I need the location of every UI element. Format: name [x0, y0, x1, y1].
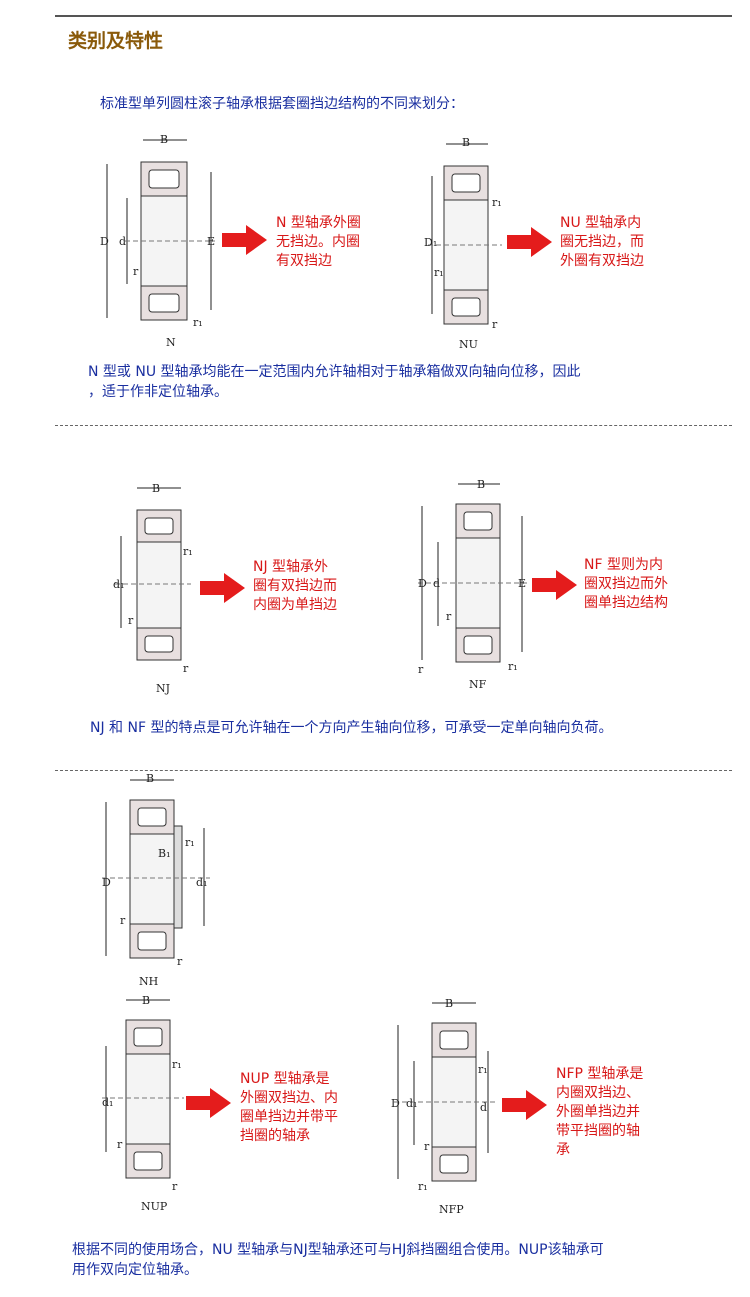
- arrow-icon: [507, 227, 552, 257]
- nfp-description: NFP 型轴承是内圈双挡边、外圈单挡边并带平挡圈的轴承: [556, 1066, 644, 1158]
- nfp-bearing-diagram: [394, 1002, 498, 1182]
- dim-r1: r₁: [492, 196, 502, 209]
- dim-b: B: [445, 997, 454, 1010]
- nup-label: NUP: [141, 1200, 168, 1213]
- section1-note: N 型或 NU 型轴承均能在一定范围内允许轴相对于轴承箱做双向轴向位移，因此，适…: [88, 364, 581, 400]
- dim-r: r: [117, 1138, 123, 1151]
- section2-note: NJ 和 NF 型的特点是可允许轴在一个方向产生轴向位移，可承受一定单向轴向负荷…: [90, 720, 613, 736]
- nu-label: NU: [459, 338, 478, 351]
- dim-b: B: [142, 994, 151, 1007]
- dim-b1: B₁: [158, 847, 171, 860]
- dim-d-outer: D: [100, 235, 109, 248]
- dim-r1: r₁: [434, 266, 444, 279]
- dim-r: r: [446, 610, 452, 623]
- nf-label: NF: [469, 678, 487, 691]
- dim-r1: r₁: [183, 545, 193, 558]
- dim-d-outer: D: [418, 577, 427, 590]
- arrow-icon: [532, 570, 577, 600]
- dim-e: E: [207, 235, 216, 248]
- dim-b: B: [160, 133, 169, 146]
- dim-d-inner: d: [119, 235, 127, 248]
- top-divider: [55, 15, 732, 17]
- dim-r1: r₁: [418, 1180, 428, 1193]
- dim-d1: d₁: [113, 578, 125, 591]
- nfp-label: NFP: [439, 1203, 464, 1216]
- n-description: N 型轴承外圈无挡边。内圈有双挡边: [276, 215, 361, 269]
- arrow-icon: [200, 573, 245, 603]
- arrow-icon: [186, 1088, 231, 1118]
- dim-r: r: [177, 955, 183, 968]
- section-divider: [55, 425, 732, 426]
- dim-b: B: [146, 772, 155, 785]
- section-divider: [55, 770, 732, 771]
- nup-description: NUP 型轴承是外圈双挡边、内圈单挡边并带平挡圈的轴承: [240, 1071, 338, 1144]
- dim-d-inner: d: [480, 1101, 488, 1114]
- dim-d-outer: D: [102, 876, 111, 889]
- section3-note: 根据不同的使用场合，NU 型轴承与NJ型轴承还可与HJ斜挡圈组合使用。NUP该轴…: [72, 1242, 604, 1278]
- nu-description: NU 型轴承内圈无挡边，而外圈有双挡边: [560, 215, 644, 269]
- dim-d-outer: D: [391, 1097, 400, 1110]
- dim-r1: r₁: [193, 316, 203, 329]
- dim-b: B: [152, 482, 161, 495]
- arrow-icon: [222, 225, 267, 255]
- dim-d-inner: d: [433, 577, 441, 590]
- nf-description: NF 型则为内圈双挡边而外圈单挡边结构: [584, 557, 668, 611]
- nf-bearing-diagram: [418, 483, 528, 663]
- dim-r: r: [418, 663, 424, 676]
- dim-r: r: [492, 318, 498, 331]
- dim-b: B: [477, 478, 486, 491]
- page-title: 类别及特性: [68, 30, 164, 52]
- nj-description: NJ 型轴承外圈有双挡边而内圈为单挡边: [253, 559, 337, 613]
- dim-b: B: [462, 136, 471, 149]
- dim-r: r: [183, 662, 189, 675]
- dim-e: E: [518, 577, 527, 590]
- n-bearing-diagram: [106, 139, 215, 321]
- dim-r1: r₁: [508, 660, 518, 673]
- nh-label: NH: [139, 975, 159, 988]
- nh-bearing-diagram: [102, 779, 210, 959]
- dim-d1: d₁: [406, 1097, 418, 1110]
- n-label: N: [166, 336, 176, 349]
- dim-r: r: [133, 265, 139, 278]
- dim-r: r: [128, 614, 134, 627]
- nj-bearing-diagram: [115, 487, 191, 661]
- intro-text: 标准型单列圆柱滚子轴承根据套圈挡边结构的不同来划分：: [100, 96, 464, 112]
- nu-bearing-diagram: [428, 143, 502, 325]
- dim-r: r: [424, 1140, 430, 1153]
- dim-d1: D₁: [424, 236, 438, 249]
- nup-bearing-diagram: [102, 999, 184, 1179]
- dim-r1: r₁: [172, 1058, 182, 1071]
- dim-r1: r₁: [185, 836, 195, 849]
- dim-d1: d₁: [196, 876, 208, 889]
- dim-r: r: [120, 914, 126, 927]
- dim-r1: r₁: [478, 1063, 488, 1076]
- dim-r: r: [172, 1180, 178, 1193]
- nj-label: NJ: [156, 682, 171, 695]
- arrow-icon: [502, 1090, 547, 1120]
- dim-d1: d₁: [102, 1096, 114, 1109]
